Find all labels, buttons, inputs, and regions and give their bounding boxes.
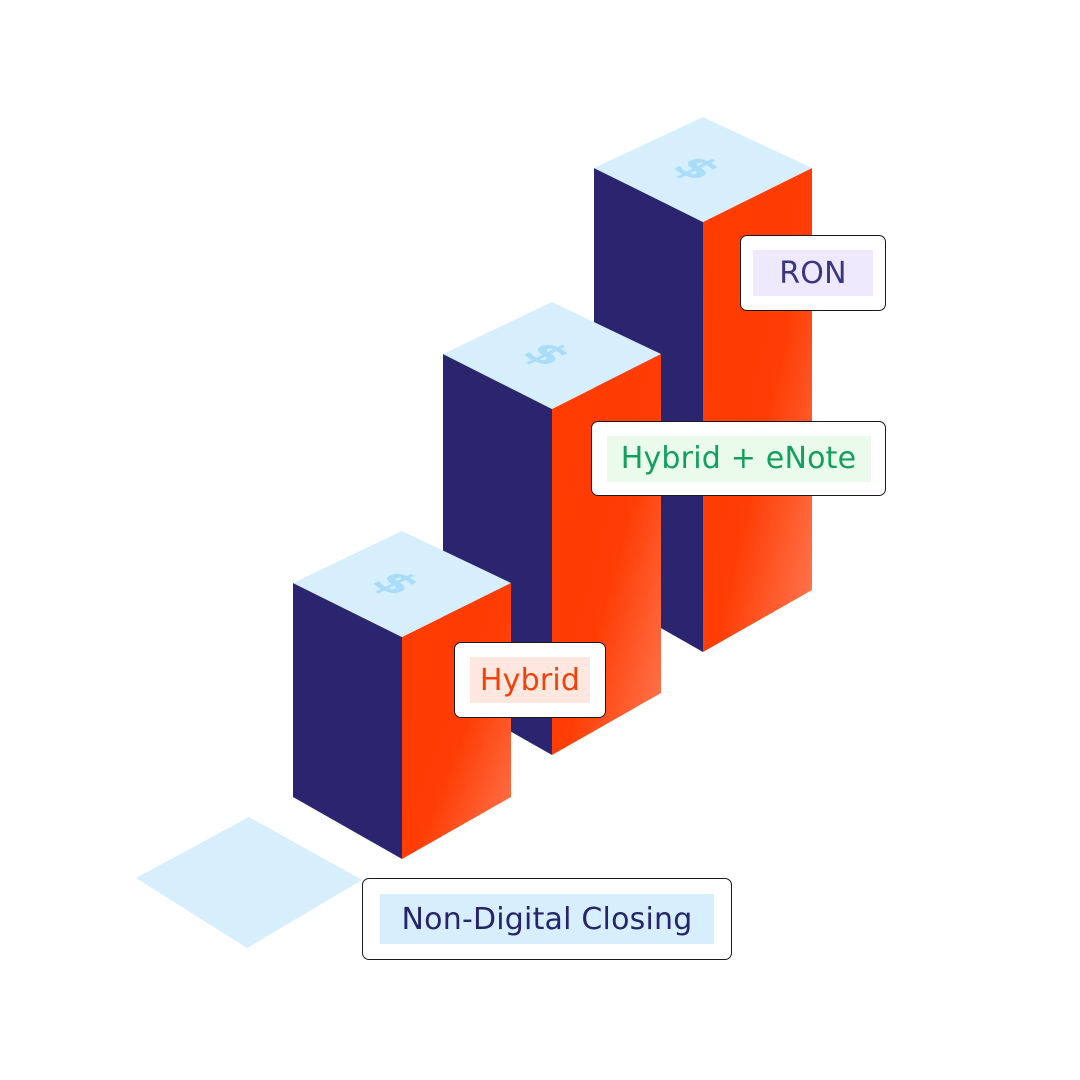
callout-non-digital-closing: Non-Digital Closing [362, 878, 732, 960]
bar-hybrid-enote-top-face [443, 302, 661, 409]
non-digital-floor-tile [136, 817, 362, 948]
callout-ron: RON [740, 235, 886, 311]
bar-ron-top-face [594, 117, 812, 222]
label-hybrid: Hybrid [470, 657, 590, 703]
bar-hybrid-top-face [293, 531, 511, 637]
label-non-digital-closing: Non-Digital Closing [380, 894, 714, 944]
bar-hybrid-left-face [293, 583, 402, 859]
label-ron: RON [753, 250, 873, 296]
callout-hybrid-enote: Hybrid + eNote [591, 421, 886, 496]
callout-hybrid: Hybrid [454, 642, 606, 718]
label-hybrid-enote: Hybrid + eNote [606, 435, 871, 482]
